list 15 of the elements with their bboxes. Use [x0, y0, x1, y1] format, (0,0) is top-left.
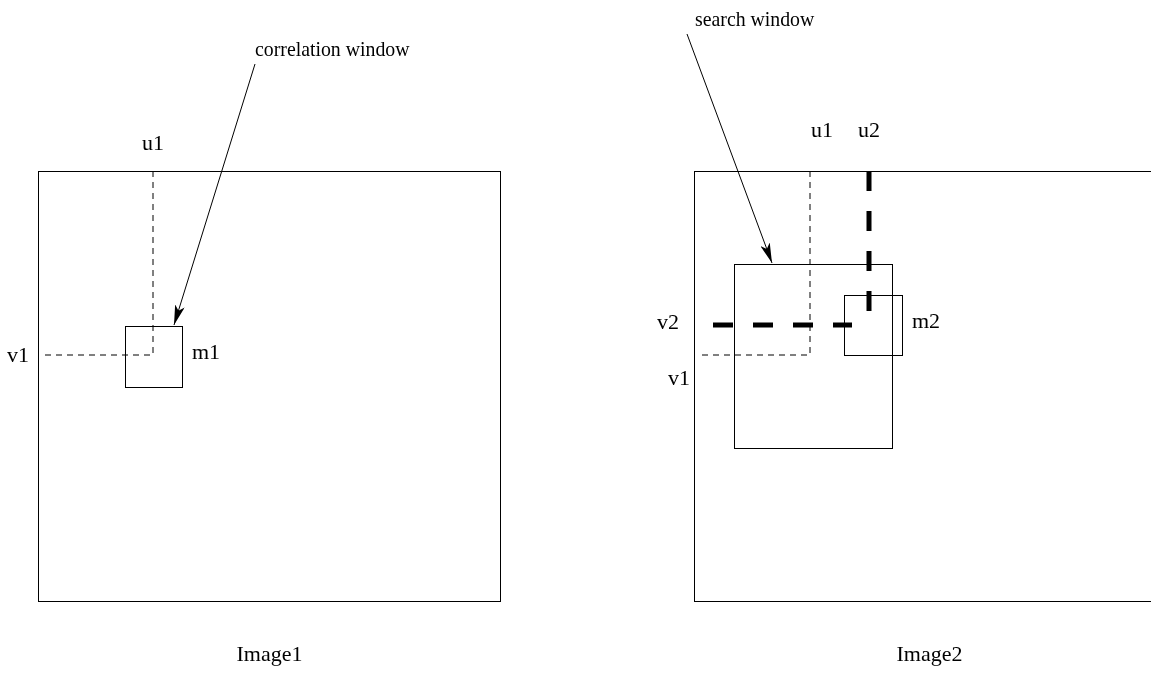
image-caption: Image1: [236, 641, 303, 667]
axis-label: v1: [668, 365, 690, 391]
window-box: [734, 264, 893, 449]
leader-arrow: [173, 63, 256, 326]
window-label: m2: [912, 308, 941, 334]
image-caption: Image2: [896, 641, 963, 667]
axis-label: u2: [858, 117, 880, 143]
axis-label: v1: [7, 342, 29, 368]
callout-text: correlation window: [255, 34, 426, 64]
axis-label: u1: [811, 117, 833, 143]
axis-label: v2: [657, 309, 679, 335]
leader-arrow: [686, 33, 773, 264]
callout-text: search window: [695, 4, 821, 34]
window-label: m1: [192, 339, 221, 365]
axis-label: u1: [142, 130, 164, 156]
